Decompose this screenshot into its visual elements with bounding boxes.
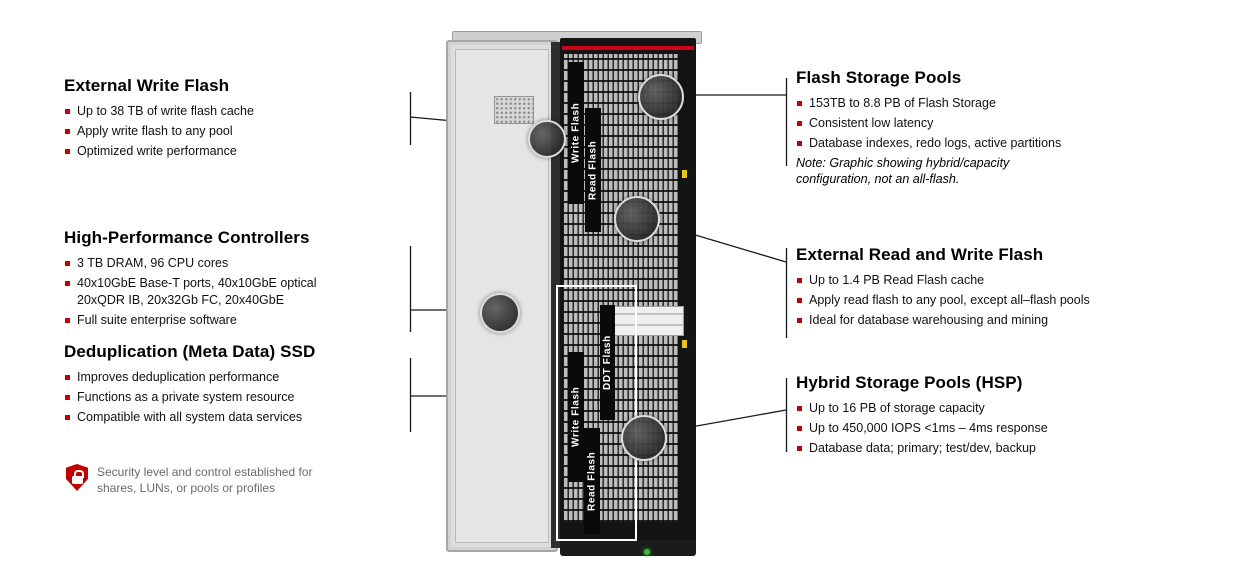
bullet-item: Functions as a private system resource bbox=[64, 389, 364, 406]
bullet-item: Database indexes, redo logs, active part… bbox=[796, 135, 1126, 152]
callout-hybrid-storage-pools: Hybrid Storage Pools (HSP) Up to 16 PB o… bbox=[796, 373, 1126, 460]
bullet-item: Up to 450,000 IOPS <1ms – 4ms response bbox=[796, 420, 1126, 437]
service-tag bbox=[682, 170, 687, 178]
bullet-item: Up to 16 PB of storage capacity bbox=[796, 400, 1126, 417]
callout-title: High-Performance Controllers bbox=[64, 228, 310, 247]
callout-flash-storage-pools: Flash Storage Pools 153TB to 8.8 PB of F… bbox=[796, 68, 1126, 187]
bullet-item: 153TB to 8.8 PB of Flash Storage bbox=[796, 95, 1126, 112]
write-flash-label-top: Write Flash bbox=[568, 62, 584, 204]
bullet-item: Up to 1.4 PB Read Flash cache bbox=[796, 272, 1126, 289]
bullet-item: Optimized write performance bbox=[64, 143, 364, 160]
read-flash-label-top: Read Flash bbox=[585, 108, 601, 232]
bullet-item: Up to 38 TB of write flash cache bbox=[64, 103, 364, 120]
shield-icon bbox=[66, 464, 88, 491]
callout-external-read-write-flash: External Read and Write Flash Up to 1.4 … bbox=[796, 245, 1126, 332]
bullet-item: Apply read flash to any pool, except all… bbox=[796, 292, 1126, 309]
callout-high-performance-controllers: High-Performance Controllers 3 TB DRAM, … bbox=[64, 228, 364, 332]
bullet-item: Compatible with all system data services bbox=[64, 409, 364, 426]
bullet-item: Database data; primary; test/dev, backup bbox=[796, 440, 1126, 457]
bullet-list: Up to 38 TB of write flash cache Apply w… bbox=[64, 103, 364, 160]
rack-brand-stripe bbox=[562, 46, 694, 50]
highlight-circle-read-write-flash bbox=[614, 196, 660, 242]
highlight-circle-controllers bbox=[480, 293, 520, 333]
vent-grille-icon bbox=[494, 96, 534, 124]
callout-title: Deduplication (Meta Data) SSD bbox=[64, 342, 316, 361]
highlight-circle-hybrid-pools bbox=[621, 415, 667, 461]
bullet-item: Improves deduplication performance bbox=[64, 369, 364, 386]
bullet-list: Up to 16 PB of storage capacity Up to 45… bbox=[796, 400, 1126, 457]
lock-icon bbox=[73, 470, 84, 478]
bullet-item: 3 TB DRAM, 96 CPU cores bbox=[64, 255, 364, 272]
highlight-circle-write-flash bbox=[528, 120, 566, 158]
security-note-text: Security level and control established f… bbox=[97, 465, 313, 495]
callout-external-write-flash: External Write Flash Up to 38 TB of writ… bbox=[64, 76, 364, 163]
callout-note: Note: Graphic showing hybrid/capacity co… bbox=[796, 156, 1010, 186]
bullet-item: Ideal for database warehousing and minin… bbox=[796, 312, 1126, 329]
bullet-list: Improves deduplication performance Funct… bbox=[64, 369, 364, 426]
bullet-list: Up to 1.4 PB Read Flash cache Apply read… bbox=[796, 272, 1126, 329]
security-note: Security level and control established f… bbox=[66, 464, 366, 496]
bullet-item: Full suite enterprise software bbox=[64, 312, 364, 329]
callout-title: Hybrid Storage Pools (HSP) bbox=[796, 373, 1023, 392]
highlight-circle-flash-pools bbox=[638, 74, 684, 120]
power-led bbox=[644, 549, 650, 555]
bullet-list: 3 TB DRAM, 96 CPU cores 40x10GbE Base-T … bbox=[64, 255, 364, 329]
bullet-item: 40x10GbE Base-T ports, 40x10GbE optical … bbox=[64, 275, 364, 309]
bottom-section-outline bbox=[556, 285, 637, 541]
bullet-item: Apply write flash to any pool bbox=[64, 123, 364, 140]
callout-title: External Read and Write Flash bbox=[796, 245, 1044, 264]
bullet-item: Consistent low latency bbox=[796, 115, 1126, 132]
callout-deduplication-ssd: Deduplication (Meta Data) SSD Improves d… bbox=[64, 342, 364, 429]
bullet-list: 153TB to 8.8 PB of Flash Storage Consist… bbox=[796, 95, 1126, 152]
callout-title: Flash Storage Pools bbox=[796, 68, 962, 87]
callout-title: External Write Flash bbox=[64, 76, 230, 95]
rack-base bbox=[560, 540, 696, 556]
service-tag bbox=[682, 340, 687, 348]
